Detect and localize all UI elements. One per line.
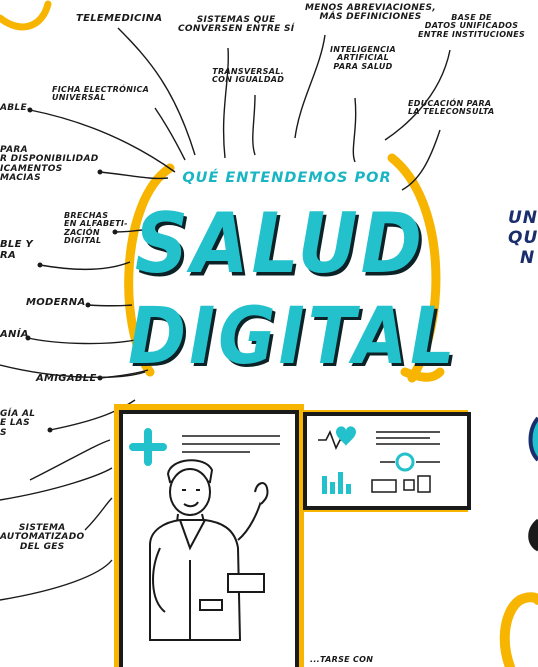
label-sistemas: SISTEMAS QUE CONVERSEN ENTRE SÍ (178, 15, 295, 35)
left-parenthesis (124, 163, 175, 377)
label-moderna: MODERNA (26, 297, 86, 308)
connector-lines (0, 27, 451, 601)
yellow-hand-outline (499, 592, 538, 667)
label-educacion: EDUCACIÓN PARA LA TELECONSULTA (408, 99, 495, 117)
right-edge-shape-2 (528, 518, 538, 552)
label-inteligencia: INTELIGENCIA ARTIFICIAL PARA SALUD (330, 45, 397, 71)
right-text-2: QUE (508, 228, 538, 248)
label-menos-abreviaciones: MENOS ABREVIACIONES, MÁS DEFINICIONES (305, 3, 436, 23)
label-ficha: FICHA ELECTRÓNICA UNIVERSAL (52, 85, 150, 103)
label-base-datos: BASE DE DATOS UNIFICADOS ENTRE INSTITUCI… (418, 13, 526, 39)
label-ania: ANÍA (0, 329, 29, 340)
yellow-swoosh (0, 0, 52, 31)
monitor-panel-frame (303, 412, 471, 510)
title-question: QUÉ ENTENDEMOS POR (182, 170, 392, 186)
medical-cross-icon (129, 428, 167, 466)
label-gia-al: GÍA AL E LAS S (0, 409, 36, 438)
label-able: ABLE. (0, 103, 31, 113)
right-text-1: UNI (508, 208, 538, 228)
right-parenthesis (387, 153, 441, 383)
title-salud: SALUD (134, 196, 426, 293)
panel-text-lines (182, 435, 280, 453)
right-text-3: N (520, 248, 536, 268)
title-digital: DIGITAL (128, 290, 458, 382)
connector-dots (25, 107, 118, 433)
label-sistema-automatizado: SISTEMA AUTOMATIZADO DEL GES (0, 523, 85, 552)
label-amigable: AMIGABLE (36, 373, 97, 384)
label-transversal: TRANSVERSAL. CON IGUALDAD (212, 67, 285, 85)
label-bottom-partial: ...TARSE CON (310, 655, 374, 664)
label-ble-y-ra: BLE Y RA (0, 239, 34, 261)
doctor-figure (149, 459, 269, 641)
yellow-accent (400, 367, 445, 382)
label-para-disponibilidad: PARA R DISPONIBILIDAD ICAMENTOS MACIAS (0, 145, 99, 184)
right-edge-shape (528, 416, 538, 462)
monitor-content (318, 426, 440, 494)
label-telemedicina: TELEMEDICINA (76, 13, 163, 24)
label-brechas: BRECHAS EN ALFABETI- ZACIÓN DIGITAL (64, 211, 128, 246)
